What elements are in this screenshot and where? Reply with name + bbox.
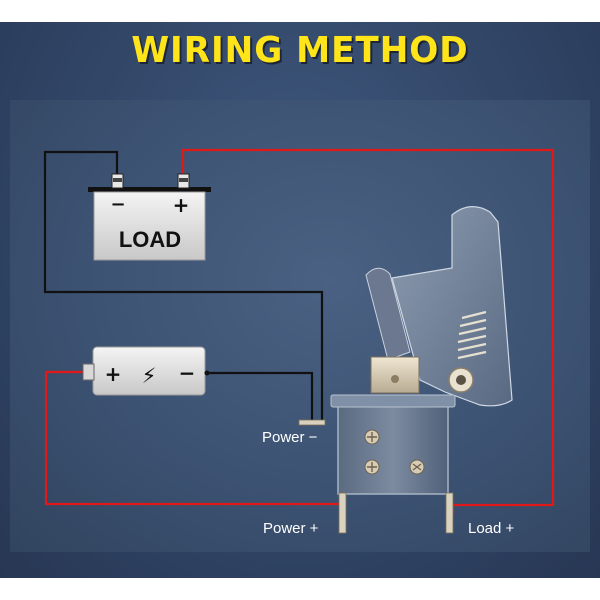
battery-positive-sign: + <box>105 362 122 386</box>
screw-icon <box>364 459 380 475</box>
terminal-power-neg <box>298 419 326 426</box>
terminal-load-pos <box>445 492 454 534</box>
battery-symbol: + ⚡ − <box>82 346 210 396</box>
toggle-switch <box>298 206 513 534</box>
terminal-power-pos <box>338 492 347 534</box>
battery-negative-sign: − <box>179 361 196 385</box>
load-label: LOAD <box>119 227 181 252</box>
screw-icon <box>409 459 425 475</box>
switch-body <box>337 401 449 495</box>
negative-wire-load <box>43 150 324 420</box>
screw-icon <box>364 429 380 445</box>
load-negative-sign: − <box>110 194 125 215</box>
label-power-positive: Power + <box>263 520 319 537</box>
label-load-positive: Load + <box>468 520 515 537</box>
negative-wire-battery <box>206 371 314 420</box>
lightning-bolt-icon: ⚡ <box>142 364 157 388</box>
label-power-negative: Power − <box>262 429 318 446</box>
load-box: − + LOAD <box>88 173 211 261</box>
safety-cover <box>391 206 513 407</box>
load-positive-sign: + <box>173 193 190 217</box>
cover-spring <box>457 310 487 360</box>
page-title: WIRING METHOD <box>131 30 469 71</box>
toggle-lever <box>365 267 411 361</box>
